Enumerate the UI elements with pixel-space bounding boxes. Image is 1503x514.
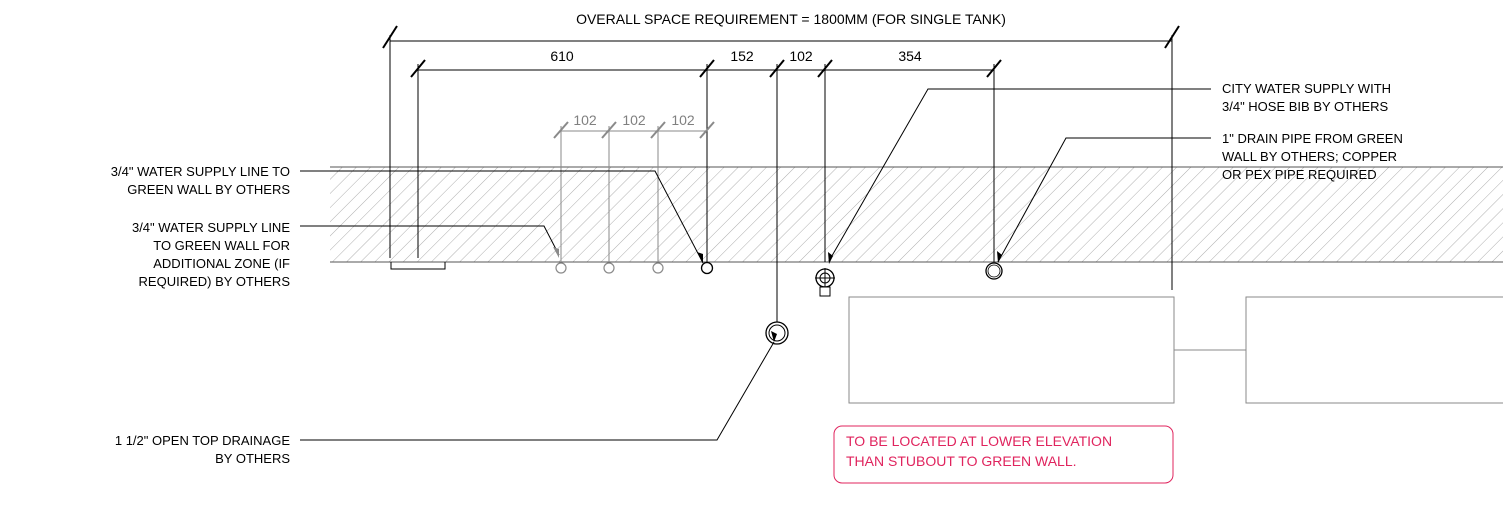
- svg-text:1 1/2" OPEN TOP DRAINAGE: 1 1/2" OPEN TOP DRAINAGE: [115, 433, 290, 448]
- svg-text:3/4" WATER SUPPLY LINE: 3/4" WATER SUPPLY LINE: [132, 220, 290, 235]
- leader-lines: [300, 88, 1211, 441]
- base-bracket: [390, 262, 446, 270]
- svg-text:3/4" HOSE BIB BY OTHERS: 3/4" HOSE BIB BY OTHERS: [1222, 99, 1389, 114]
- svg-text:3/4" WATER SUPPLY LINE TO: 3/4" WATER SUPPLY LINE TO: [111, 164, 290, 179]
- supply-line-label: 3/4" WATER SUPPLY LINE TO GREEN WALL BY …: [111, 164, 291, 197]
- svg-text:REQUIRED) BY OTHERS: REQUIRED) BY OTHERS: [139, 274, 291, 289]
- additional-dimension-1: 102: [573, 112, 597, 128]
- svg-text:OR PEX PIPE REQUIRED: OR PEX PIPE REQUIRED: [1222, 167, 1377, 182]
- svg-text:CITY WATER SUPPLY WITH: CITY WATER SUPPLY WITH: [1222, 81, 1391, 96]
- additional-zone-label: 3/4" WATER SUPPLY LINE TO GREEN WALL FOR…: [132, 220, 290, 289]
- svg-text:WALL BY OTHERS; COPPER: WALL BY OTHERS; COPPER: [1222, 149, 1397, 164]
- dimension-152: 152: [730, 48, 754, 64]
- additional-dimension-2: 102: [622, 112, 646, 128]
- wall-section: [330, 166, 1503, 263]
- overall-dimension: OVERALL SPACE REQUIREMENT = 1800MM (FOR …: [382, 11, 1180, 290]
- drain-pipe-label: 1" DRAIN PIPE FROM GREEN WALL BY OTHERS;…: [1222, 131, 1403, 182]
- svg-text:GREEN WALL BY OTHERS: GREEN WALL BY OTHERS: [127, 182, 290, 197]
- additional-dimension-3: 102: [671, 112, 695, 128]
- dimension-354: 354: [898, 48, 922, 64]
- pipe-additional-1: [555, 262, 567, 274]
- svg-text:TO GREEN WALL FOR: TO GREEN WALL FOR: [153, 238, 290, 253]
- additional-zone-dimensions: 102 102 102: [553, 112, 715, 262]
- pipe-additional-3: [652, 262, 664, 274]
- svg-text:BY OTHERS: BY OTHERS: [215, 451, 290, 466]
- pipes: [555, 261, 1003, 345]
- drainage-label: 1 1/2" OPEN TOP DRAINAGE BY OTHERS: [115, 433, 290, 466]
- svg-text:ADDITIONAL ZONE (IF: ADDITIONAL ZONE (IF: [153, 256, 290, 271]
- elevation-note-line-2: THAN STUBOUT TO GREEN WALL.: [846, 453, 1077, 469]
- overall-dimension-label: OVERALL SPACE REQUIREMENT = 1800MM (FOR …: [576, 11, 1006, 27]
- city-water-label: CITY WATER SUPPLY WITH 3/4" HOSE BIB BY …: [1222, 81, 1391, 114]
- elevation-note-line-1: TO BE LOCATED AT LOWER ELEVATION: [846, 433, 1112, 449]
- svg-text:1" DRAIN PIPE FROM GREEN: 1" DRAIN PIPE FROM GREEN: [1222, 131, 1403, 146]
- dimension-610: 610: [550, 48, 574, 64]
- pipe-additional-2: [603, 262, 615, 274]
- pipe-supply: [700, 261, 714, 275]
- hose-bib-icon: [815, 268, 835, 297]
- elevation-note: TO BE LOCATED AT LOWER ELEVATION THAN ST…: [833, 425, 1174, 484]
- tank-outline-2: [1245, 296, 1503, 404]
- tank-outline-1: [848, 296, 1175, 404]
- dimension-102: 102: [789, 48, 813, 64]
